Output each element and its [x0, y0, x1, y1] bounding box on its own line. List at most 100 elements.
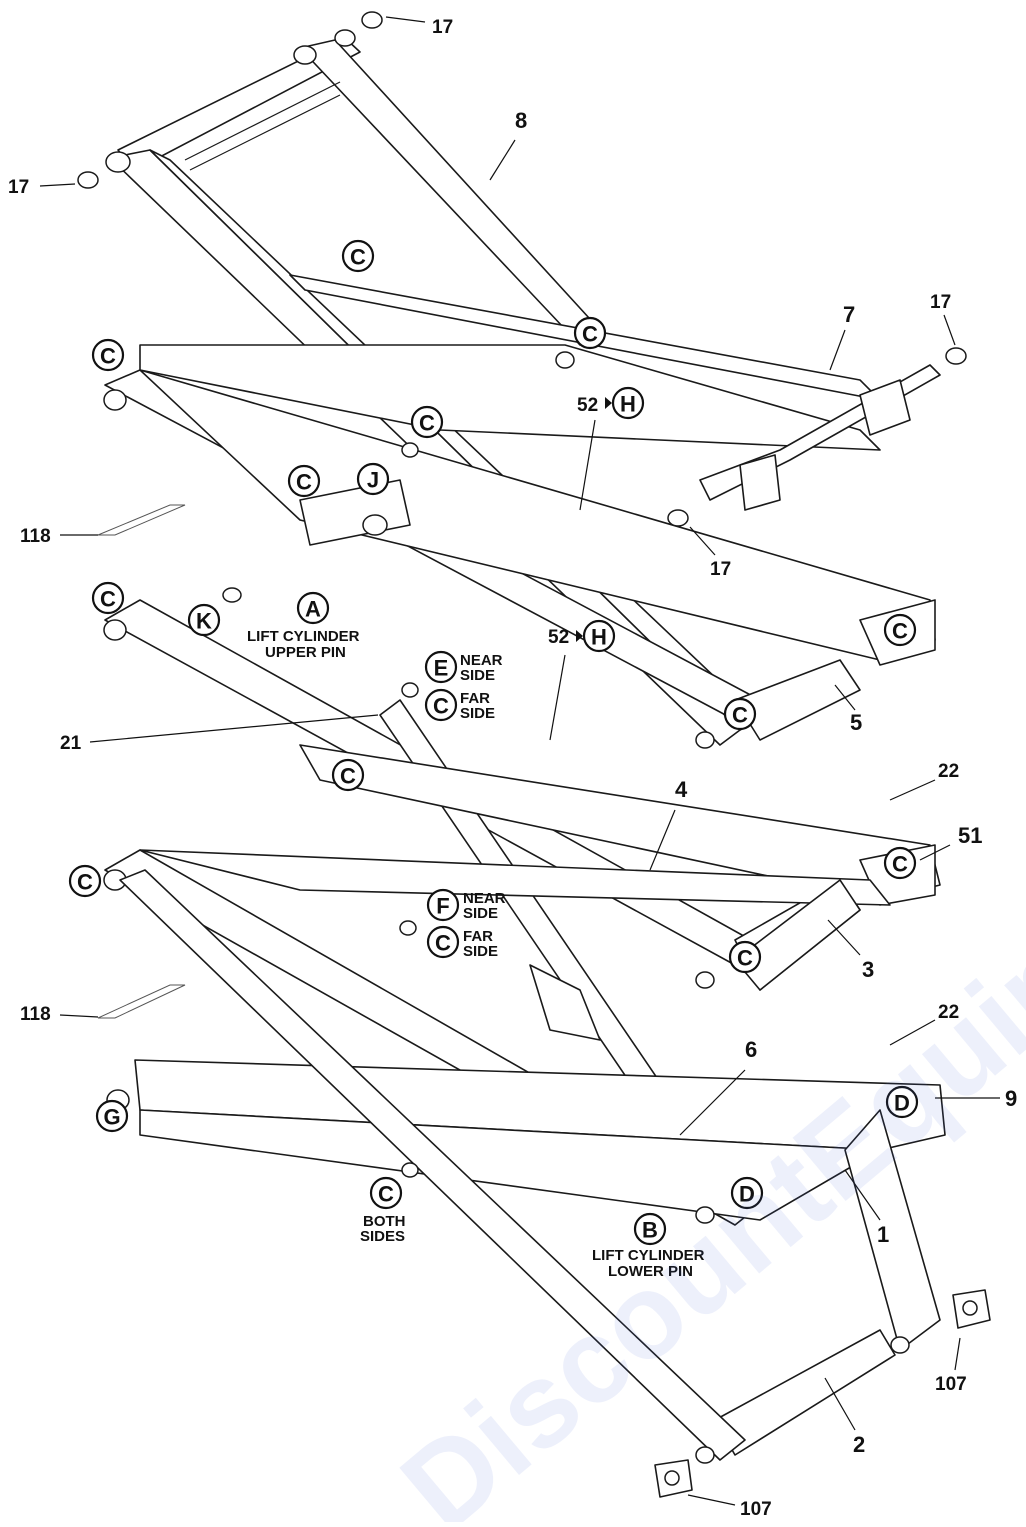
svg-text:D: D [894, 1091, 910, 1116]
part-number-22: 22 [938, 761, 959, 782]
lift-cylinder [222, 479, 601, 1041]
callout-c: C [723, 697, 757, 731]
callout-h: H [582, 619, 616, 653]
svg-text:C: C [892, 619, 908, 644]
svg-text:B: B [642, 1218, 658, 1243]
callout-e: E [424, 650, 458, 684]
part-number-9: 9 [1005, 1086, 1017, 1111]
svg-text:C: C [732, 703, 748, 728]
callout-k: K [187, 603, 221, 637]
part-number-8: 8 [515, 108, 527, 133]
callout-c: C [410, 405, 444, 439]
callout-c: C [287, 464, 321, 498]
part-number-1: 1 [877, 1222, 889, 1247]
callout-c: C [883, 613, 917, 647]
part-number-52: 52 [548, 627, 569, 648]
part-number-118: 118 [20, 526, 51, 547]
callout-g: G [95, 1099, 129, 1133]
callout-d: D [885, 1085, 919, 1119]
note-lift-cylinder-lower: LIFT CYLINDER [592, 1247, 705, 1264]
svg-text:C: C [100, 587, 116, 612]
callout-c: C [728, 940, 762, 974]
part-number-17: 17 [710, 559, 731, 580]
callout-c: C [68, 864, 102, 898]
svg-text:E: E [434, 656, 449, 681]
callout-f: F [426, 888, 460, 922]
svg-text:C: C [435, 931, 451, 956]
part-number-118: 118 [20, 1004, 51, 1025]
svg-text:C: C [582, 322, 598, 347]
letter-callouts: C C C C C J C K A H H C E C C C C C F C … [68, 239, 919, 1246]
svg-text:C: C [892, 852, 908, 877]
callout-c: C [883, 846, 917, 880]
note-near-side: NEAR [460, 652, 503, 669]
svg-text:H: H [620, 392, 636, 417]
part-number-7: 7 [843, 302, 855, 327]
part-number-107: 107 [740, 1499, 772, 1520]
note-lift-cylinder-upper: LIFT CYLINDER [247, 628, 360, 645]
note-lift-cylinder-lower: LOWER PIN [608, 1263, 693, 1280]
leader-lines [39, 16, 1000, 1506]
svg-text:C: C [737, 946, 753, 971]
callout-a: A [296, 591, 330, 625]
callout-b: B [633, 1212, 667, 1246]
part-number-21: 21 [60, 733, 82, 754]
part-number-labels: 17 17 8 17 7 118 17 52 52 21 5 22 51 4 3… [8, 17, 1017, 1520]
callout-j: J [356, 462, 390, 496]
callout-d: D [730, 1176, 764, 1210]
note-near-side: SIDE [463, 905, 498, 922]
part-number-5: 5 [850, 710, 862, 735]
svg-text:C: C [433, 694, 449, 719]
svg-text:C: C [100, 344, 116, 369]
arrow-markers [576, 397, 612, 642]
notes: LIFT CYLINDER UPPER PIN NEAR SIDE FAR SI… [247, 628, 705, 1280]
callout-c: C [331, 758, 365, 792]
base-frame-assembly [106, 869, 946, 1464]
callout-h: H [611, 386, 645, 420]
note-lift-cylinder-upper: UPPER PIN [265, 644, 346, 661]
svg-text:D: D [739, 1182, 755, 1207]
callout-c: C [426, 925, 460, 959]
part-number-3: 3 [862, 957, 874, 982]
svg-text:K: K [196, 609, 212, 634]
part-number-22: 22 [938, 1002, 959, 1023]
svg-text:G: G [103, 1105, 120, 1130]
svg-text:C: C [378, 1182, 394, 1207]
part-number-107: 107 [935, 1374, 967, 1395]
svg-text:H: H [591, 625, 607, 650]
callout-c: C [424, 688, 458, 722]
callout-c: C [341, 239, 375, 273]
part-number-51: 51 [958, 823, 982, 848]
note-near-side: SIDE [460, 667, 495, 684]
scissor-frame-drawing [77, 11, 991, 1498]
wear-pads-107 [654, 1289, 991, 1498]
note-near-side: NEAR [463, 890, 506, 907]
callout-c: C [369, 1176, 403, 1210]
part-number-17: 17 [8, 177, 29, 198]
part-number-2: 2 [853, 1432, 865, 1457]
svg-text:J: J [367, 468, 379, 493]
svg-text:C: C [419, 411, 435, 436]
callout-c: C [573, 316, 607, 350]
svg-text:C: C [296, 470, 312, 495]
part-number-6: 6 [745, 1037, 757, 1062]
part-number-17: 17 [432, 17, 453, 38]
part-number-17: 17 [930, 292, 951, 313]
note-far-side: FAR [460, 690, 490, 707]
note-far-side: FAR [463, 928, 493, 945]
svg-text:A: A [305, 597, 321, 622]
svg-text:C: C [77, 870, 93, 895]
part-number-4: 4 [675, 777, 688, 802]
svg-text:C: C [340, 764, 356, 789]
note-both-sides: BOTH [363, 1213, 406, 1230]
decals-118 [97, 504, 186, 1019]
callout-c: C [91, 338, 125, 372]
pins-17 [77, 11, 967, 527]
note-far-side: SIDE [463, 943, 498, 960]
note-far-side: SIDE [460, 705, 495, 722]
svg-text:C: C [350, 245, 366, 270]
part-number-52: 52 [577, 395, 598, 416]
svg-text:F: F [436, 894, 449, 919]
